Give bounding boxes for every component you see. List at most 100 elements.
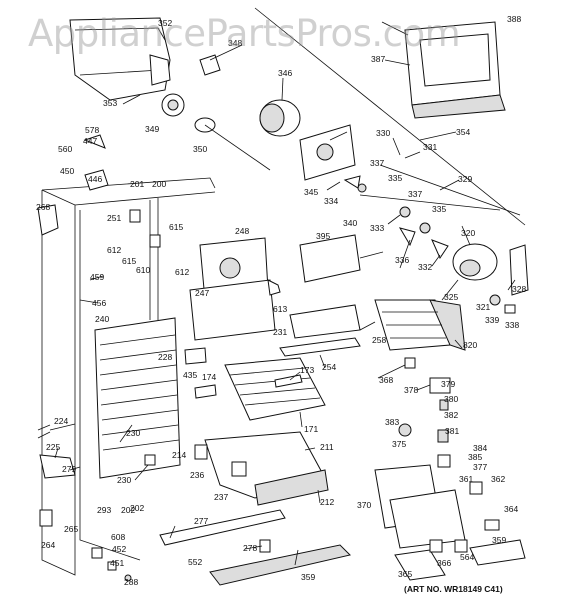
part-number-label: 378 <box>404 385 418 395</box>
part-number-label: 615 <box>169 222 183 232</box>
part-number-label: 336 <box>395 255 409 265</box>
part-number-label: 325 <box>444 292 458 302</box>
dispenser-door-part <box>404 21 506 119</box>
part-number-label: 388 <box>507 14 521 24</box>
part-number-label: 383 <box>385 417 399 427</box>
part-number-label: 362 <box>491 474 505 484</box>
cover-part <box>299 234 361 283</box>
part-number-label: 552 <box>188 557 202 567</box>
part-number-label: 335 <box>388 173 402 183</box>
bracket-part <box>299 124 356 181</box>
part-number-label: 248 <box>235 226 249 236</box>
icemaker-part <box>374 299 466 351</box>
part-number-label: 247 <box>195 288 209 298</box>
part-number-label: 225 <box>46 442 60 452</box>
part-number-label: 201 <box>130 179 144 189</box>
leader-lines <box>49 21 516 566</box>
part-number-label: 346 <box>278 68 292 78</box>
part-number-label: 278 <box>243 543 257 553</box>
part-number-label: 337 <box>408 189 422 199</box>
part-number-label: 337 <box>370 158 384 168</box>
part-number-label: 332 <box>418 262 432 272</box>
part-number-label: 612 <box>175 267 189 277</box>
part-number-label: 240 <box>95 314 109 324</box>
part-number-label: 456 <box>92 298 106 308</box>
part-number-label: 268 <box>36 202 50 212</box>
part-number-label: 365 <box>398 569 412 579</box>
ice-bucket-part <box>69 17 171 101</box>
part-number-label: 173 <box>300 365 314 375</box>
part-number-label: 610 <box>136 265 150 275</box>
part-number-label: 364 <box>504 504 518 514</box>
part-number-label: 447 <box>83 136 97 146</box>
part-number-label: 377 <box>473 462 487 472</box>
part-number-label: 331 <box>423 142 437 152</box>
part-number-label: 613 <box>273 304 287 314</box>
part-number-label: 350 <box>193 144 207 154</box>
part-number-label: 212 <box>320 497 334 507</box>
part-number-label: 560 <box>58 144 72 154</box>
part-number-label: 382 <box>444 410 458 420</box>
part-number-label: 615 <box>122 256 136 266</box>
part-number-label: 380 <box>444 394 458 404</box>
control-part <box>374 464 466 549</box>
part-number-label: 334 <box>324 196 338 206</box>
part-number-label: 368 <box>379 375 393 385</box>
part-number-label: 202 <box>130 503 144 513</box>
part-number-label: 230 <box>117 475 131 485</box>
part-number-label: 265 <box>64 524 78 534</box>
part-number-label: 608 <box>111 532 125 542</box>
part-number-label: 375 <box>392 439 406 449</box>
motor-part <box>452 243 529 314</box>
part-number-label: 359 <box>492 535 506 545</box>
part-number-label: 230 <box>126 428 140 438</box>
part-number-label: 370 <box>357 500 371 510</box>
part-number-label: 236 <box>190 470 204 480</box>
part-number-label: 451 <box>110 558 124 568</box>
trim-part <box>279 337 361 357</box>
part-number-label: 395 <box>316 231 330 241</box>
part-number-label: 366 <box>437 558 451 568</box>
part-number-label: 354 <box>456 127 470 137</box>
evaporator-part <box>94 317 181 479</box>
part-number-label: 578 <box>85 125 99 135</box>
strip-part-2 <box>469 539 526 566</box>
basket-part <box>224 357 326 421</box>
misc-small-parts <box>37 134 468 582</box>
part-number-label: 338 <box>505 320 519 330</box>
part-number-label: 352 <box>158 18 172 28</box>
part-number-label: 452 <box>112 544 126 554</box>
art-number: (ART NO. WR18149 C41) <box>404 584 503 594</box>
part-number-label: 293 <box>97 505 111 515</box>
part-number-label: 820 <box>463 340 477 350</box>
part-number-label: 202 <box>121 505 135 515</box>
part-number-label: 384 <box>473 443 487 453</box>
strip-part <box>394 549 446 581</box>
part-number-label: 385 <box>468 452 482 462</box>
part-number-label: 564 <box>460 552 474 562</box>
part-number-label: 446 <box>88 174 102 184</box>
part-number-label: 174 <box>202 372 216 382</box>
part-number-label: 251 <box>107 213 121 223</box>
part-number-label: 333 <box>370 223 384 233</box>
part-number-label: 258 <box>372 335 386 345</box>
part-number-label: 328 <box>512 284 526 294</box>
part-number-label: 340 <box>343 218 357 228</box>
part-number-label: 214 <box>172 450 186 460</box>
grille-part <box>209 544 351 586</box>
part-number-label: 329 <box>458 174 472 184</box>
part-number-label: 277 <box>194 516 208 526</box>
part-number-label: 359 <box>301 572 315 582</box>
part-number-label: 339 <box>485 315 499 325</box>
part-number-label: 361 <box>459 474 473 484</box>
part-number-label: 288 <box>124 577 138 587</box>
part-number-label: 450 <box>60 166 74 176</box>
pan-part <box>204 431 329 506</box>
part-number-label: 345 <box>304 187 318 197</box>
watermark-text: AppliancePartsPros.com <box>28 12 461 55</box>
part-number-label: 379 <box>441 379 455 389</box>
part-number-label: 237 <box>214 492 228 502</box>
part-number-label: 459 <box>90 272 104 282</box>
part-number-label: 321 <box>476 302 490 312</box>
part-number-label: 348 <box>228 38 242 48</box>
